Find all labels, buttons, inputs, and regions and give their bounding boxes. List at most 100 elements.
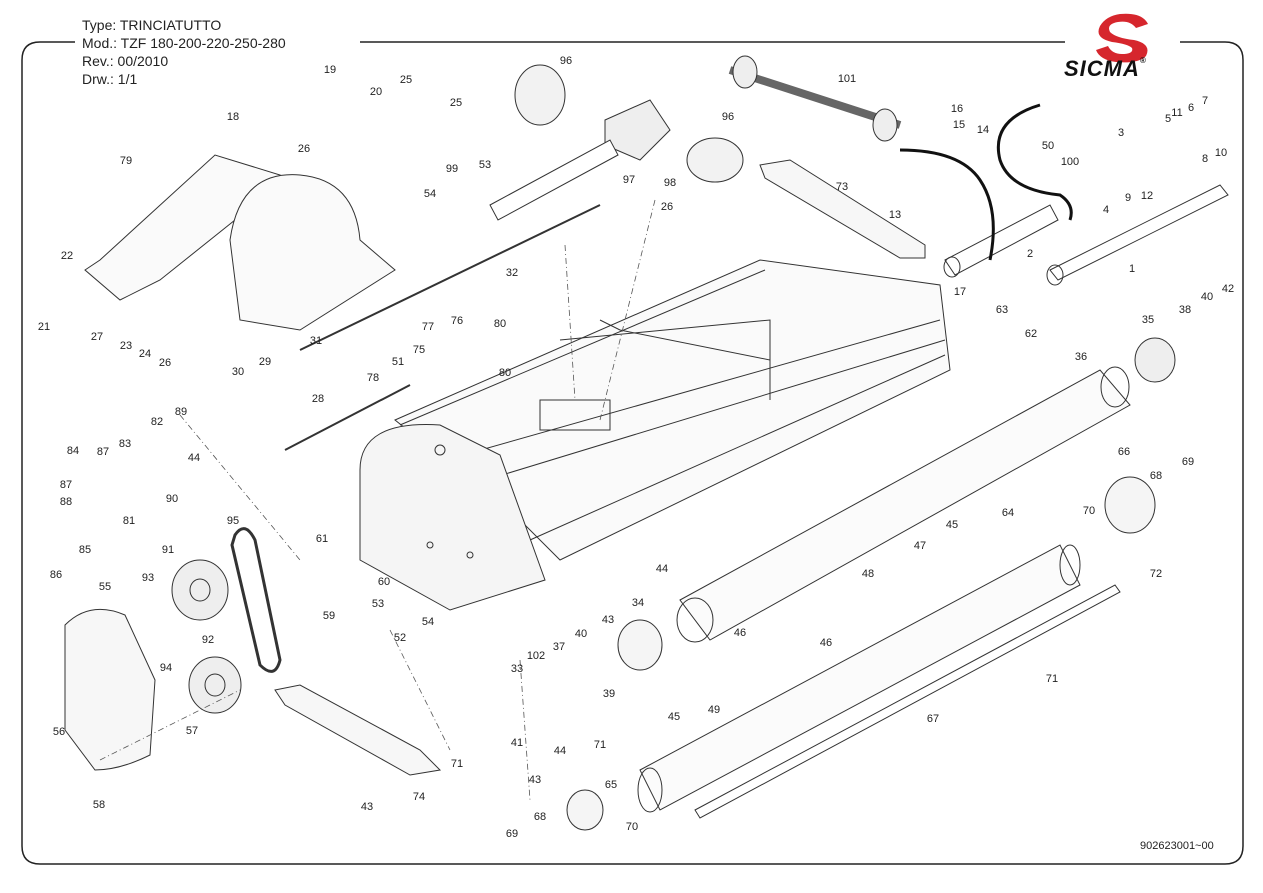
part-callout-30: 30 <box>232 366 244 378</box>
brand-name: SICMA <box>1064 56 1140 81</box>
part-callout-60: 60 <box>378 576 390 588</box>
part-callout-45: 45 <box>668 711 680 723</box>
part-callout-100: 100 <box>1061 156 1079 168</box>
part-callout-74: 74 <box>413 791 425 803</box>
belt-cover-55 <box>64 608 156 771</box>
part-callout-95: 95 <box>227 515 239 527</box>
part-callout-66: 66 <box>1118 446 1130 458</box>
part-callout-99: 99 <box>446 163 458 175</box>
part-callout-65: 65 <box>605 779 617 791</box>
part-callout-54: 54 <box>422 616 434 628</box>
revision-line: Rev.: 00/2010 <box>82 53 169 69</box>
side-plate <box>359 424 546 611</box>
bearing-35 <box>1134 337 1176 383</box>
part-callout-28: 28 <box>312 393 324 405</box>
part-callout-35: 35 <box>1142 314 1154 326</box>
part-callout-43: 43 <box>529 774 541 786</box>
part-callout-54: 54 <box>424 188 436 200</box>
part-callout-80: 80 <box>499 367 511 379</box>
part-callout-79: 79 <box>120 155 132 167</box>
part-callout-10: 10 <box>1215 147 1227 159</box>
part-callout-24: 24 <box>139 348 151 360</box>
pulley-92 <box>188 656 242 714</box>
part-callout-29: 29 <box>259 356 271 368</box>
part-callout-44: 44 <box>656 563 668 575</box>
pto-shaft-101 <box>728 55 902 142</box>
part-callout-16: 16 <box>951 103 963 115</box>
part-callout-80: 80 <box>494 318 506 330</box>
part-callout-40: 40 <box>1201 291 1213 303</box>
roller-64 <box>637 544 1081 813</box>
gearbox <box>489 64 744 221</box>
part-callout-25: 25 <box>450 97 462 109</box>
part-callout-41: 41 <box>511 737 523 749</box>
part-callout-46: 46 <box>820 637 832 649</box>
part-callout-44: 44 <box>554 745 566 757</box>
part-callout-94: 94 <box>160 662 172 674</box>
flange-34 <box>617 619 663 671</box>
part-callout-72: 72 <box>1150 568 1162 580</box>
part-callout-96: 96 <box>560 55 572 67</box>
part-callout-9: 9 <box>1125 192 1131 204</box>
part-callout-68: 68 <box>1150 470 1162 482</box>
part-callout-87: 87 <box>60 479 72 491</box>
part-callout-26: 26 <box>661 201 673 213</box>
part-callout-23: 23 <box>120 340 132 352</box>
part-callout-67: 67 <box>927 713 939 725</box>
part-callout-101: 101 <box>838 73 856 85</box>
leader-lines <box>99 199 656 801</box>
part-callout-97: 97 <box>623 174 635 186</box>
part-callout-17: 17 <box>954 286 966 298</box>
part-callout-20: 20 <box>370 86 382 98</box>
part-callout-70: 70 <box>1083 505 1095 517</box>
part-callout-22: 22 <box>61 250 73 262</box>
part-callout-68: 68 <box>534 811 546 823</box>
hitch-frame-18 <box>84 154 396 331</box>
part-callout-27: 27 <box>91 331 103 343</box>
part-callout-88: 88 <box>60 496 72 508</box>
drawing-frame <box>21 41 1244 865</box>
part-callout-53: 53 <box>372 598 384 610</box>
part-callout-69: 69 <box>1182 456 1194 468</box>
part-callout-12: 12 <box>1141 190 1153 202</box>
part-callout-2: 2 <box>1027 248 1033 260</box>
part-callout-84: 84 <box>67 445 79 457</box>
part-callout-26: 26 <box>159 357 171 369</box>
part-callout-19: 19 <box>324 64 336 76</box>
part-callout-32: 32 <box>506 267 518 279</box>
part-callout-33: 33 <box>511 663 523 675</box>
part-callout-102: 102 <box>527 650 545 662</box>
part-callout-61: 61 <box>316 533 328 545</box>
part-callout-93: 93 <box>142 572 154 584</box>
part-callout-43: 43 <box>361 801 373 813</box>
sicma-logo: SICMA® <box>1060 10 1180 82</box>
part-callout-71: 71 <box>451 758 463 770</box>
part-callout-43: 43 <box>602 614 614 626</box>
part-callout-70: 70 <box>626 821 638 833</box>
part-callout-57: 57 <box>186 725 198 737</box>
flange-65 <box>566 789 604 831</box>
part-callout-69: 69 <box>506 828 518 840</box>
part-callout-98: 98 <box>664 177 676 189</box>
part-callout-89: 89 <box>175 406 187 418</box>
part-callout-36: 36 <box>1075 351 1087 363</box>
drawing-number: 902623001~00 <box>1140 840 1214 852</box>
part-callout-73: 73 <box>836 181 848 193</box>
part-callout-85: 85 <box>79 544 91 556</box>
part-callout-46: 46 <box>734 627 746 639</box>
model-line: Mod.: TZF 180-200-220-250-280 <box>82 35 286 51</box>
part-callout-45: 45 <box>946 519 958 531</box>
hydraulic-cylinder-2 <box>943 204 1059 278</box>
part-callout-4: 4 <box>1103 204 1109 216</box>
part-callout-21: 21 <box>38 321 50 333</box>
part-callout-81: 81 <box>123 515 135 527</box>
part-callout-59: 59 <box>323 610 335 622</box>
part-callout-3: 3 <box>1118 127 1124 139</box>
part-callout-38: 38 <box>1179 304 1191 316</box>
part-callout-71: 71 <box>594 739 606 751</box>
part-callout-78: 78 <box>367 372 379 384</box>
part-callout-71: 71 <box>1046 673 1058 685</box>
part-callout-52: 52 <box>394 632 406 644</box>
part-callout-37: 37 <box>553 641 565 653</box>
